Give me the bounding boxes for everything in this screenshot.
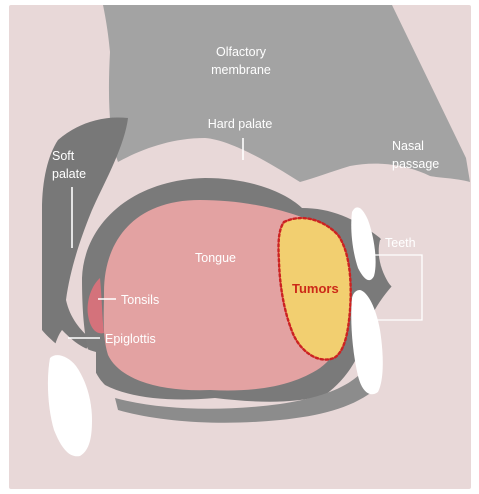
label-olfactory-line2: membrane [211, 63, 271, 77]
label-teeth: Teeth [385, 236, 416, 250]
label-soft-palate-line1: Soft [52, 149, 75, 163]
label-tonsils: Tonsils [121, 293, 159, 307]
label-hard-palate: Hard palate [208, 117, 273, 131]
label-olfactory-line1: Olfactory [216, 45, 267, 59]
label-tumors: Tumors [292, 281, 339, 296]
label-tongue: Tongue [195, 251, 236, 265]
label-epiglottis: Epiglottis [105, 332, 156, 346]
label-soft-palate-line2: palate [52, 167, 86, 181]
label-nasal-line2: passage [392, 157, 439, 171]
label-nasal-line1: Nasal [392, 139, 424, 153]
